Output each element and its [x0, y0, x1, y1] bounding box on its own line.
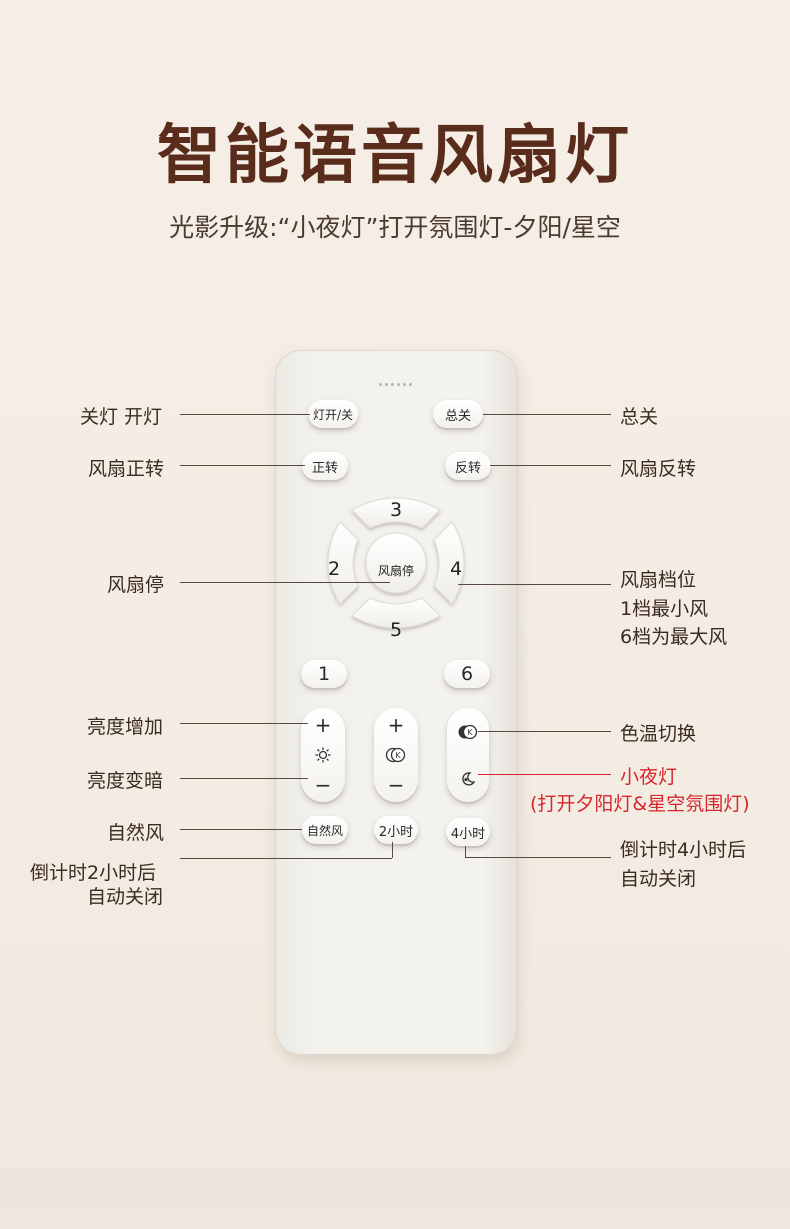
- speed-2-button[interactable]: [327, 521, 359, 605]
- dpad: [327, 497, 465, 629]
- page-subtitle: 光影升级:“小夜灯”打开氛围灯-夕阳/星空: [169, 213, 621, 242]
- color-temp-up-button[interactable]: +: [387, 713, 405, 737]
- speed-1-button[interactable]: 1: [301, 660, 347, 688]
- night-light-rocker[interactable]: K: [447, 708, 489, 802]
- footer-band: [0, 1168, 790, 1229]
- sun-icon: [315, 747, 331, 763]
- speed-3-label: 3: [390, 499, 403, 521]
- leader-line: [180, 858, 392, 859]
- natural-wind-button[interactable]: 自然风: [302, 816, 348, 844]
- leader-line: [392, 842, 393, 858]
- leader-line: [180, 829, 302, 830]
- svg-text:K: K: [395, 751, 401, 760]
- timer-2h-button[interactable]: 2小时: [374, 816, 418, 844]
- leader-line: [180, 414, 310, 415]
- fan-stop-label: 风扇停: [377, 564, 414, 578]
- leader-line: [180, 778, 308, 779]
- speed-6-button[interactable]: 6: [444, 660, 490, 688]
- light-toggle-button[interactable]: 灯开/关: [308, 400, 358, 428]
- label-fan-speed-line1: 风扇档位: [620, 569, 697, 591]
- label-night-light: 小夜灯: [620, 766, 678, 788]
- reverse-button[interactable]: 反转: [445, 452, 491, 480]
- speed-3-button[interactable]: [351, 497, 441, 529]
- page-title: 智能语音风扇灯: [157, 118, 633, 193]
- label-fan-speed-line3: 6档为最大风: [620, 626, 728, 648]
- leader-line: [465, 846, 466, 858]
- label-timer-4h-line2: 自动关闭: [620, 868, 697, 890]
- brightness-up-button[interactable]: +: [314, 713, 332, 737]
- all-off-button[interactable]: 总关: [433, 400, 483, 428]
- label-brightness-up: 亮度增加: [87, 716, 164, 738]
- label-timer-2h-line1: 倒计时2小时后: [30, 862, 157, 884]
- label-all-off: 总关: [620, 406, 659, 428]
- speed-2-label: 2: [328, 558, 341, 580]
- speed-5-button[interactable]: [351, 597, 441, 629]
- leader-line: [180, 465, 305, 466]
- label-fan-forward: 风扇正转: [88, 458, 165, 480]
- label-fan-reverse: 风扇反转: [620, 458, 697, 480]
- label-fan-speed-line2: 1档最小风: [620, 598, 709, 620]
- label-light-on-off: 关灯 开灯: [80, 406, 163, 428]
- label-color-temp: 色温切换: [620, 723, 697, 745]
- label-night-light-sub: (打开夕阳灯&星空氛围灯): [530, 793, 750, 815]
- speed-5-label: 5: [390, 619, 403, 641]
- leader-line: [180, 723, 308, 724]
- leader-line: [465, 857, 611, 858]
- leader-line: [490, 465, 611, 466]
- label-fan-stop: 风扇停: [107, 574, 165, 596]
- color-temp-down-button[interactable]: −: [387, 773, 405, 797]
- label-timer-2h-line2: 自动关闭: [87, 886, 164, 908]
- label-natural-wind: 自然风: [107, 822, 165, 844]
- leader-line: [478, 774, 611, 775]
- brightness-rocker[interactable]: + −: [301, 708, 345, 802]
- watermark-top: [40, 40, 44, 53]
- label-timer-4h-line1: 倒计时4小时后: [620, 839, 747, 861]
- svg-text:K: K: [467, 728, 473, 737]
- leader-line: [180, 582, 390, 583]
- fan-stop-button[interactable]: [365, 532, 427, 594]
- moon-star-icon[interactable]: [460, 771, 476, 787]
- color-temp-icon: K: [385, 747, 406, 763]
- leader-line: [483, 414, 611, 415]
- timer-4h-button[interactable]: 4小时: [446, 818, 490, 846]
- leader-line: [478, 731, 611, 732]
- leader-line: [458, 584, 611, 585]
- brightness-down-button[interactable]: −: [314, 773, 332, 797]
- speed-4-label: 4: [450, 558, 463, 580]
- speed-4-button[interactable]: [433, 521, 465, 605]
- speaker-grille-icon: [379, 383, 412, 386]
- color-temp-rocker[interactable]: + K −: [374, 708, 418, 802]
- color-switch-icon[interactable]: K: [457, 724, 479, 740]
- label-brightness-down: 亮度变暗: [87, 770, 164, 792]
- forward-button[interactable]: 正转: [302, 452, 348, 480]
